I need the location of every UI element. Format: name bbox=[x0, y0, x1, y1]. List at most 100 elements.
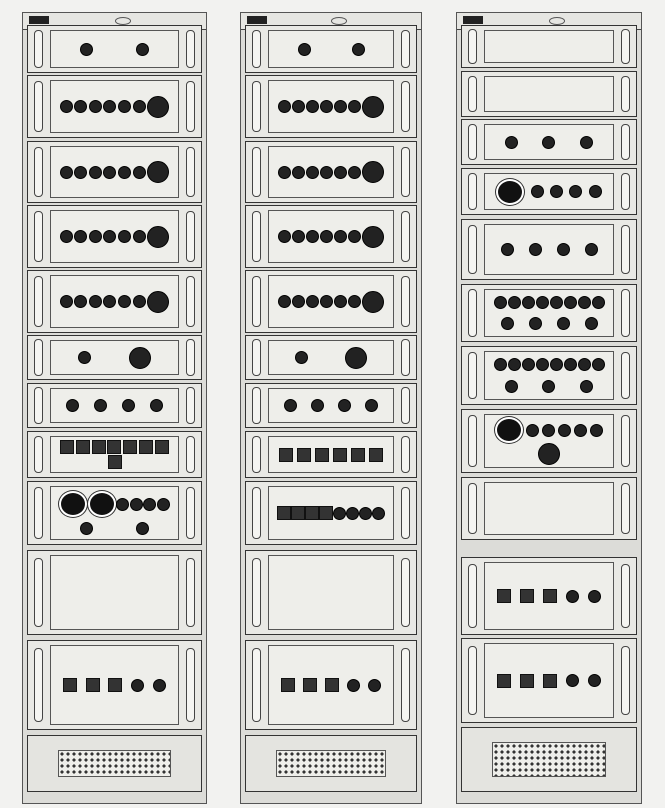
panel-face bbox=[268, 486, 394, 540]
panel-handle bbox=[468, 123, 477, 161]
rack-panel-knobs bbox=[245, 25, 417, 73]
control-knob bbox=[132, 165, 146, 179]
control-knob bbox=[291, 100, 305, 113]
panel-face bbox=[484, 351, 614, 400]
rack-panel-switches bbox=[27, 431, 202, 478]
connector-socket bbox=[281, 678, 295, 692]
control-knob bbox=[291, 230, 305, 243]
panel-handle bbox=[252, 557, 261, 628]
large-knob bbox=[147, 161, 170, 183]
control-knob bbox=[59, 230, 73, 243]
connector-socket bbox=[497, 589, 512, 603]
large-knob bbox=[344, 346, 367, 369]
logo-badge bbox=[114, 17, 131, 25]
control-knob bbox=[88, 295, 102, 308]
rack-panel-knobs bbox=[27, 75, 202, 138]
connector-socket bbox=[291, 506, 305, 520]
control-knob bbox=[528, 243, 542, 256]
panel-handle bbox=[621, 123, 630, 161]
panel-face bbox=[484, 643, 614, 718]
control-knob bbox=[107, 439, 122, 454]
panel-handle bbox=[401, 275, 410, 328]
rack-panel-meters bbox=[27, 481, 202, 545]
panel-face bbox=[50, 210, 179, 263]
control-knob bbox=[132, 230, 146, 243]
panel-handle bbox=[34, 339, 43, 376]
panel-handle bbox=[468, 29, 477, 64]
rack-panel-blank bbox=[461, 71, 637, 117]
panel-handle bbox=[34, 210, 43, 263]
label-plate bbox=[247, 16, 267, 24]
control-knob bbox=[59, 165, 73, 179]
panel-handle bbox=[621, 351, 630, 400]
panel-handle bbox=[468, 224, 477, 275]
rack-panel-meters bbox=[461, 168, 637, 215]
panel-face bbox=[484, 414, 614, 468]
panel-face bbox=[484, 76, 614, 112]
panel-handle bbox=[186, 387, 195, 424]
connector-socket bbox=[63, 678, 78, 692]
control-knob bbox=[297, 42, 311, 56]
panel-face bbox=[484, 30, 614, 63]
control-knob bbox=[80, 42, 94, 56]
control-knob bbox=[493, 296, 507, 309]
panel-face bbox=[50, 146, 179, 198]
panel-handle bbox=[252, 210, 261, 263]
panel-handle bbox=[34, 146, 43, 198]
connector-socket bbox=[277, 506, 291, 520]
control-knob bbox=[542, 379, 556, 393]
panel-handle bbox=[34, 387, 43, 424]
panel-handle bbox=[34, 435, 43, 474]
panel-handle bbox=[186, 435, 195, 474]
control-knob bbox=[66, 399, 80, 412]
rack-panel-meters bbox=[461, 409, 637, 473]
large-knob bbox=[362, 290, 385, 313]
control-knob bbox=[565, 674, 579, 687]
panel-face bbox=[50, 486, 179, 540]
panel-handle bbox=[34, 80, 43, 133]
panel-handle bbox=[468, 482, 477, 535]
control-knob bbox=[88, 100, 102, 113]
panel-face bbox=[268, 436, 394, 473]
rack-panel-knobs bbox=[27, 270, 202, 333]
control-knob bbox=[588, 185, 602, 198]
large-knob bbox=[362, 161, 385, 183]
large-knob bbox=[147, 290, 170, 313]
rack-panel-knobs bbox=[27, 383, 202, 428]
control-knob bbox=[123, 439, 138, 454]
control-knob bbox=[333, 506, 346, 520]
panel-handle bbox=[252, 146, 261, 198]
control-knob bbox=[365, 399, 378, 412]
panel-handle bbox=[468, 75, 477, 113]
control-knob bbox=[88, 165, 102, 179]
label-plate bbox=[29, 16, 49, 24]
control-knob bbox=[118, 230, 132, 243]
rack-panel-knobs bbox=[27, 335, 202, 380]
panel-face bbox=[50, 555, 179, 630]
control-knob bbox=[556, 317, 570, 330]
panel-handle bbox=[252, 29, 261, 69]
control-knob bbox=[74, 295, 88, 308]
control-knob bbox=[591, 358, 605, 372]
control-knob bbox=[277, 295, 291, 308]
control-knob bbox=[139, 439, 154, 454]
panel-handle bbox=[186, 557, 195, 628]
panel-face bbox=[268, 210, 394, 263]
control-knob bbox=[118, 295, 132, 308]
control-knob bbox=[152, 678, 166, 692]
control-knob bbox=[319, 230, 333, 243]
control-knob bbox=[528, 317, 542, 330]
control-knob bbox=[135, 42, 149, 56]
control-knob bbox=[334, 100, 348, 113]
control-knob bbox=[121, 399, 135, 412]
panel-handle bbox=[621, 645, 630, 716]
control-knob bbox=[319, 165, 333, 179]
large-knob bbox=[362, 95, 385, 118]
panel-handle bbox=[401, 648, 410, 722]
panel-handle bbox=[186, 210, 195, 263]
control-knob bbox=[535, 358, 549, 372]
control-knob bbox=[493, 358, 507, 372]
large-knob bbox=[538, 443, 560, 465]
panel-handle bbox=[34, 275, 43, 328]
meter-gauge bbox=[496, 178, 525, 205]
